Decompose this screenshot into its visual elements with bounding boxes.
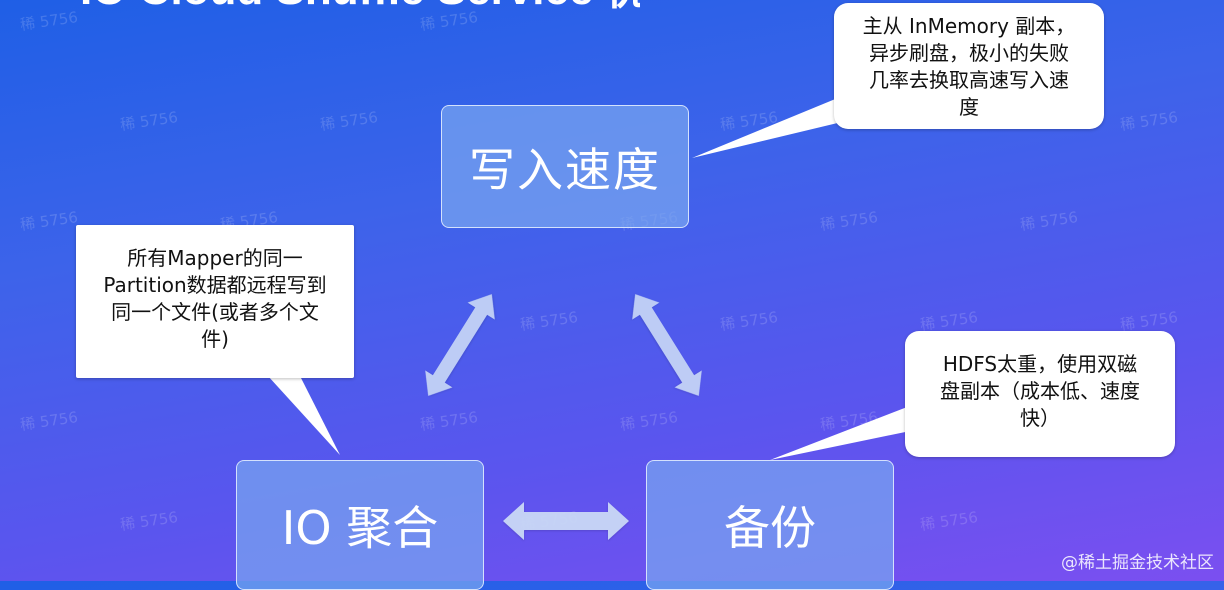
callout-write-speed: 主从 InMemory 副本， 异步刷盘，极小的失败 几率去换取高速写入速 度 [834, 3, 1104, 129]
callout-io-aggregation: 所有Mapper的同一 Partition数据都远程写到 同一个文件(或者多个文… [76, 225, 354, 378]
arrow-io-backup [503, 502, 629, 540]
node-write-speed: 写入速度 [441, 105, 689, 228]
source-watermark: @稀土掘金技术社区 [1061, 553, 1214, 573]
node-io-aggregation: IO 聚合 [236, 460, 484, 590]
node-backup: 备份 [646, 460, 894, 590]
arrow-io-speed [425, 294, 495, 396]
callout-backup: HDFS太重，使用双磁 盘副本（成本低、速度 快） [905, 331, 1175, 457]
callout-io-tail [268, 376, 340, 455]
slide-title: IO Cloud Shuffle Service 优化 [80, 0, 640, 10]
callout-speed-tail [692, 95, 850, 158]
arrow-speed-backup [632, 294, 702, 396]
callout-backup-tail [770, 404, 915, 460]
